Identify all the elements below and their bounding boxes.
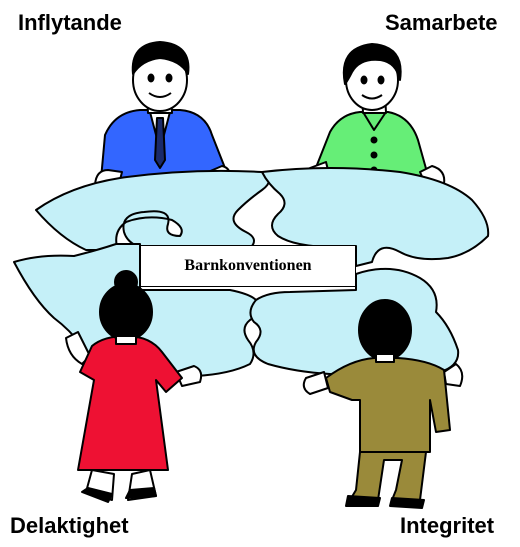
center-label-box: Barnkonventionen	[140, 245, 356, 287]
person-blue-shirt-icon	[94, 41, 232, 191]
label-samarbete: Samarbete	[385, 10, 498, 35]
person-olive-suit-icon	[302, 299, 464, 509]
label-inflytande: Inflytande	[18, 10, 122, 35]
center-label: Barnkonventionen	[184, 257, 312, 274]
label-integritet: Integritet	[400, 513, 495, 538]
label-delaktighet: Delaktighet	[10, 513, 129, 538]
person-red-dress-icon	[65, 270, 203, 503]
